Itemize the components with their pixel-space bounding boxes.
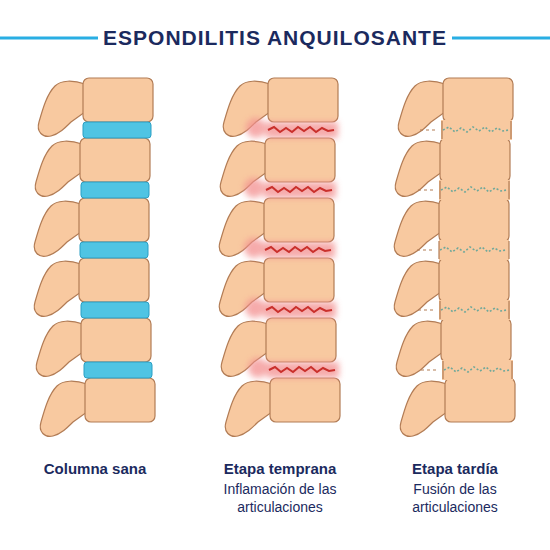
spine-part xyxy=(441,187,507,192)
spine-part xyxy=(443,127,509,132)
diagram-title: ESPONDILITIS ANQUILOSANTE xyxy=(100,25,450,51)
spine-part xyxy=(266,187,332,192)
spine-part xyxy=(421,369,439,370)
spine-part xyxy=(440,181,509,199)
spine-part xyxy=(266,307,332,312)
healthy-spine xyxy=(34,78,155,436)
spine-part xyxy=(439,121,512,379)
spine-part xyxy=(246,118,266,138)
spine-part xyxy=(248,358,268,378)
title-rule xyxy=(0,37,98,40)
spine-part xyxy=(267,362,339,378)
spine-part xyxy=(81,182,149,198)
spine-part xyxy=(418,309,436,310)
spine-part xyxy=(444,367,510,372)
spine-part xyxy=(439,300,510,320)
inflamed-spine xyxy=(219,78,340,436)
spine-part xyxy=(420,129,438,130)
spine-part xyxy=(268,127,334,132)
stage-caption: Etapa tardía xyxy=(375,460,535,479)
spine-part xyxy=(81,302,149,318)
spine-part xyxy=(84,362,152,378)
spine-part xyxy=(40,378,155,436)
spine-part xyxy=(441,120,512,140)
fused-spine xyxy=(394,78,515,436)
spine-part xyxy=(440,247,506,252)
spine-part xyxy=(440,127,510,372)
spine-part xyxy=(266,122,338,138)
spine-part xyxy=(225,378,340,436)
spine-part xyxy=(439,240,509,260)
stage-caption: Columna sana xyxy=(10,460,180,479)
spine-part xyxy=(418,189,436,190)
stage-description: Fusión de las articulaciones xyxy=(380,481,530,516)
spine-part xyxy=(245,298,265,318)
spine-part xyxy=(264,302,336,318)
title-rule xyxy=(452,37,550,40)
spine-part xyxy=(417,130,439,370)
spine-part xyxy=(269,367,335,372)
spine-part xyxy=(83,122,151,138)
spine-part xyxy=(244,178,264,198)
spine-part xyxy=(417,249,435,250)
spine-part xyxy=(265,247,331,252)
spine-part xyxy=(439,241,509,259)
spine-part xyxy=(439,180,510,200)
spine-part xyxy=(442,121,511,139)
spine-part xyxy=(265,127,335,372)
spine-part xyxy=(244,238,264,258)
spine-part xyxy=(440,301,509,319)
spine-part xyxy=(80,242,148,258)
spine-part xyxy=(439,120,513,380)
stage-description: Inflamación de las articulaciones xyxy=(205,481,355,516)
spine-part xyxy=(442,360,513,380)
spine-part xyxy=(400,378,515,436)
spine-part xyxy=(443,361,512,379)
spine-part xyxy=(264,182,336,198)
spine-part xyxy=(263,242,335,258)
stage-caption: Etapa temprana xyxy=(200,460,360,479)
spine-part xyxy=(244,118,339,378)
spine-part xyxy=(441,307,507,312)
